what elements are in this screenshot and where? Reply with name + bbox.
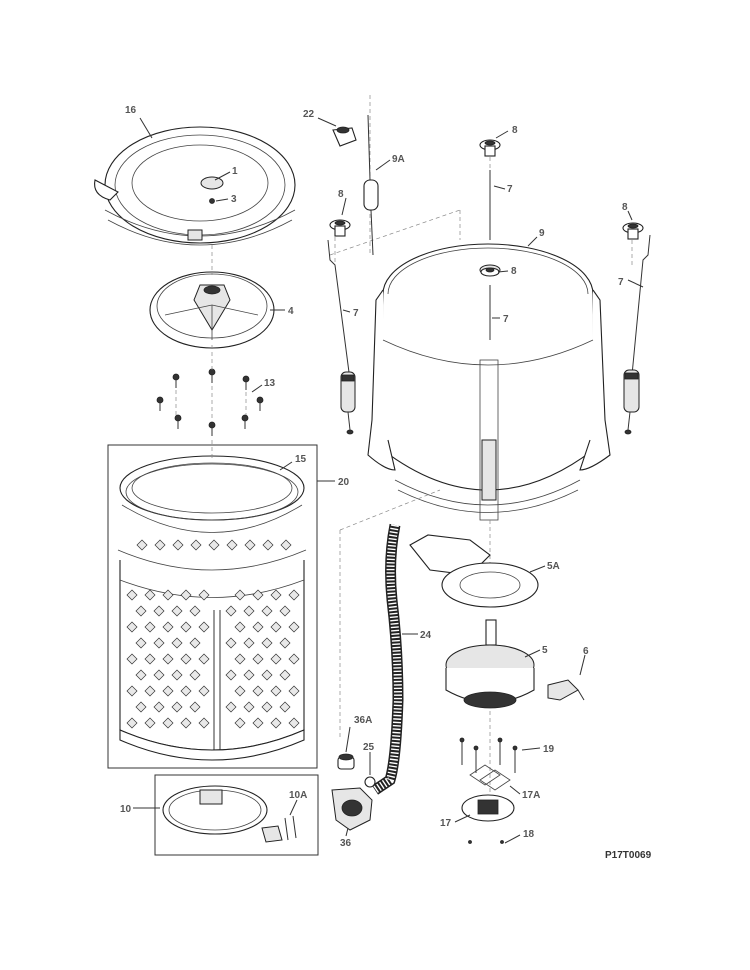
- diagram-code: P17T0069: [605, 850, 652, 861]
- mounting-plate-part: [409, 534, 539, 608]
- callout-15: 15: [295, 454, 307, 465]
- callout-24: 24: [420, 630, 432, 641]
- callout-17: 17: [440, 818, 452, 829]
- callout-8-top: 8: [512, 125, 518, 136]
- callout-8-center: 8: [511, 266, 517, 277]
- drain-pump-part: [331, 753, 376, 831]
- callout-19: 19: [543, 744, 555, 755]
- callout-22: 22: [303, 109, 315, 120]
- air-dome-part: [332, 114, 379, 256]
- callout-13: 13: [264, 378, 276, 389]
- callout-5: 5: [542, 645, 548, 656]
- callout-8-right: 8: [622, 202, 628, 213]
- impeller-part: [149, 271, 275, 349]
- callout-1: 1: [232, 166, 238, 177]
- callout-6: 6: [583, 646, 589, 657]
- bolts-part: [156, 368, 264, 436]
- callout-25: 25: [363, 742, 375, 753]
- callout-7-left: 7: [353, 308, 359, 319]
- motor-part: [445, 619, 585, 709]
- wash-basket-part: [117, 455, 307, 761]
- callout-9a: 9A: [392, 154, 405, 165]
- callout-18: 18: [523, 829, 535, 840]
- callout-3: 3: [231, 194, 237, 205]
- callout-10: 10: [120, 804, 132, 815]
- tub-ring-part: [94, 126, 296, 246]
- callout-8-left: 8: [338, 189, 344, 200]
- basket-group-frame: [107, 444, 318, 769]
- drive-pad-part: [461, 794, 515, 844]
- callout-20: 20: [338, 477, 350, 488]
- callout-7-top: 7: [507, 184, 513, 195]
- callout-36: 36: [340, 838, 352, 849]
- callout-4: 4: [288, 306, 294, 317]
- drain-hose-part: [371, 523, 404, 795]
- callout-7-right: 7: [618, 277, 624, 288]
- suspension-rods-part: [327, 139, 651, 435]
- callout-5a: 5A: [547, 561, 560, 572]
- cover-group-frame: [154, 774, 319, 856]
- bottom-cover-part: [162, 785, 297, 843]
- callout-36a: 36A: [354, 715, 372, 726]
- basket-perforations: [126, 539, 300, 729]
- callout-leaders: [133, 117, 644, 844]
- outer-tub-part: [367, 243, 611, 521]
- motor-bolts-part: [459, 737, 518, 791]
- callout-9: 9: [539, 228, 545, 239]
- callout-17a: 17A: [522, 790, 540, 801]
- callout-7-center: 7: [503, 314, 509, 325]
- callout-10a: 10A: [289, 790, 307, 801]
- callout-16: 16: [125, 105, 137, 116]
